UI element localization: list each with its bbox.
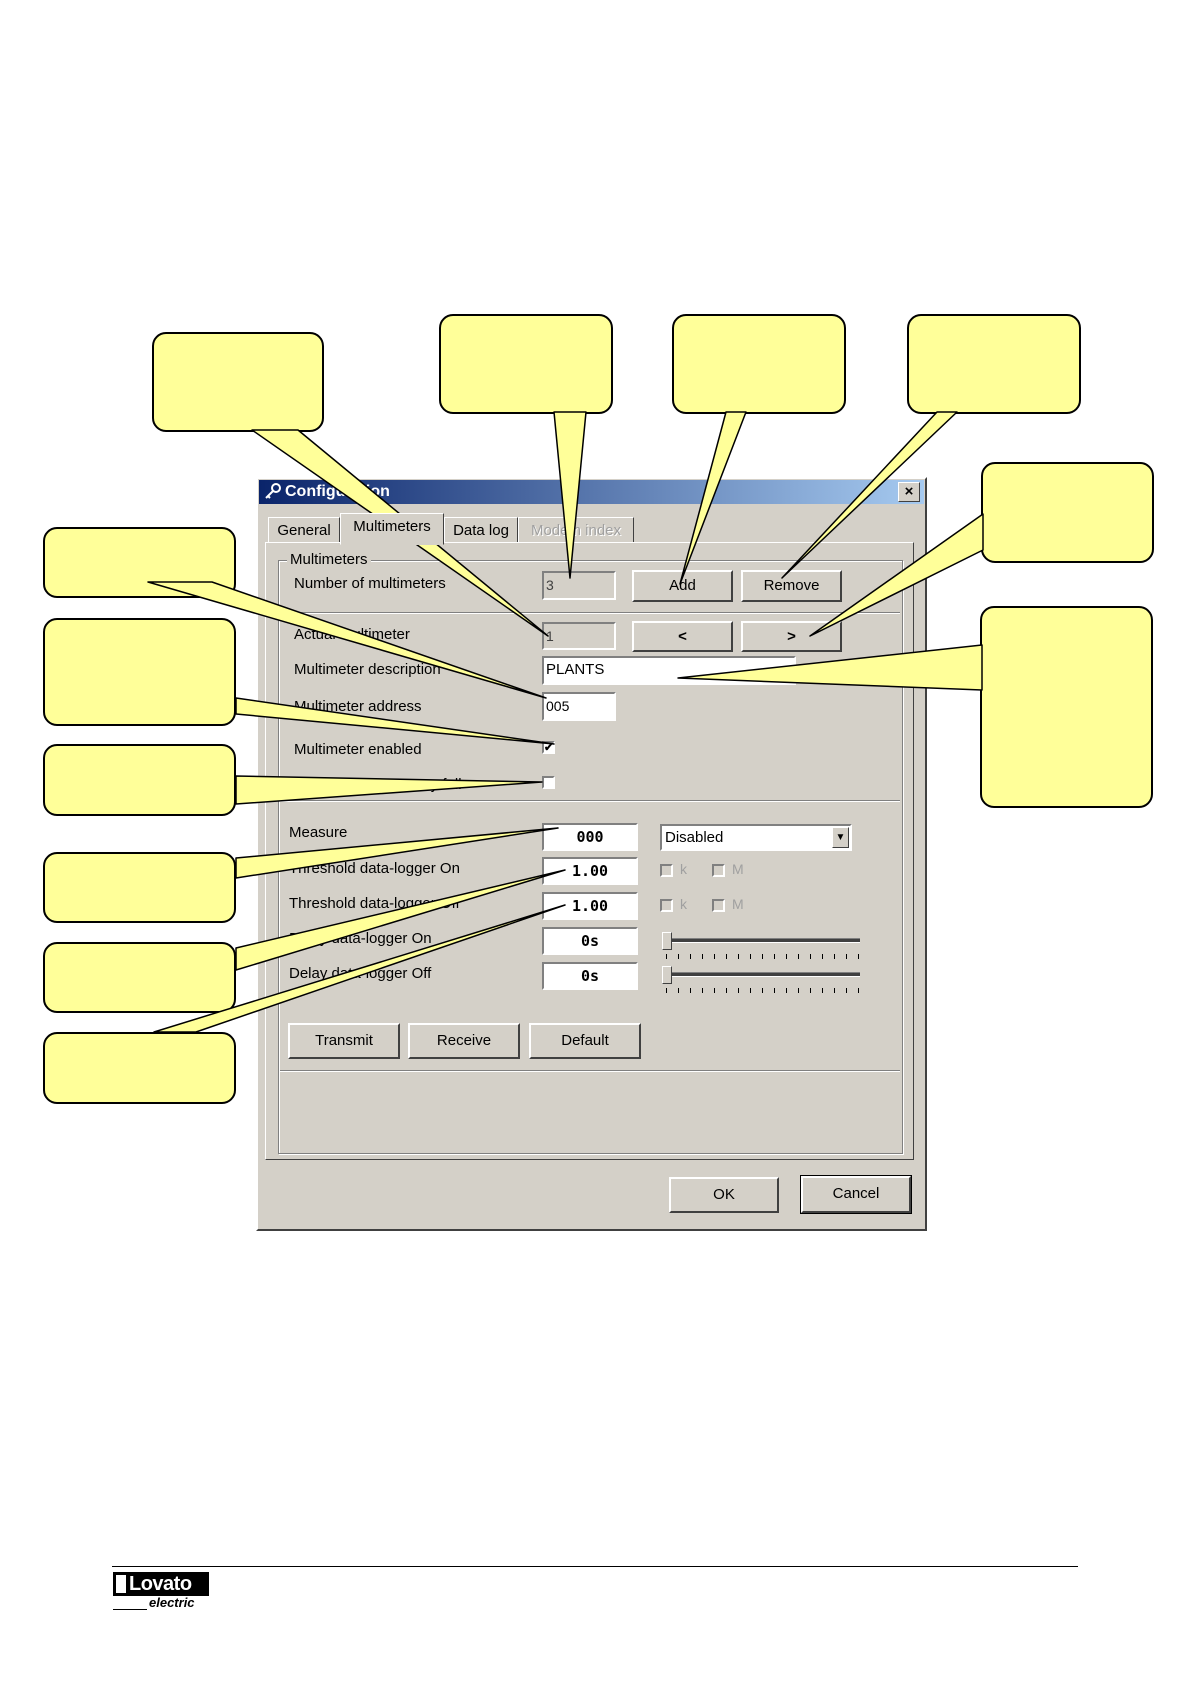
slider-ticks <box>666 954 860 959</box>
separator <box>280 800 900 802</box>
triangle-down-icon[interactable]: ▼ <box>832 827 849 848</box>
tab-modem-index[interactable]: Modem index <box>518 517 634 543</box>
logo-underline <box>113 1609 147 1610</box>
callout-leader-threshold-off <box>153 904 566 1033</box>
default-button[interactable]: Default <box>529 1023 641 1059</box>
check-icon: ✔ <box>544 742 554 754</box>
callout-number-of-multimeters <box>439 314 613 414</box>
measure-label: Measure <box>289 824 348 841</box>
callout-measure <box>43 852 236 923</box>
threshold-on-k-label: k <box>680 861 687 877</box>
callout-add <box>672 314 846 414</box>
number-of-multimeters-label: Number of multimeters <box>294 575 446 592</box>
stop-log-checkbox[interactable] <box>542 776 555 789</box>
receive-button[interactable]: Receive <box>408 1023 520 1059</box>
callout-leader-measure <box>235 827 559 879</box>
callout-stop-log <box>43 744 236 816</box>
threshold-off-k-label: k <box>680 896 687 912</box>
threshold-on-m-label: M <box>732 861 744 877</box>
logo-brand: Lovato <box>129 1573 192 1595</box>
measure-select[interactable]: Disabled ▼ <box>660 824 852 851</box>
threshold-off-m-label: M <box>732 896 744 912</box>
logo-brand-sub: electric <box>149 1595 195 1610</box>
threshold-on-m-checkbox[interactable] <box>712 864 725 877</box>
callout-threshold-on <box>43 942 236 1013</box>
tab-data-log[interactable]: Data log <box>444 517 518 543</box>
callout-leader-threshold-on <box>235 869 566 971</box>
cancel-button[interactable]: Cancel <box>800 1175 912 1214</box>
measure-select-value: Disabled <box>665 829 724 846</box>
delay-off-slider[interactable] <box>662 966 860 998</box>
description-label: Multimeter description <box>294 661 441 678</box>
logo-mark <box>116 1575 126 1593</box>
footer-rule <box>112 1566 1078 1567</box>
number-of-multimeters-field: 3 <box>542 571 616 600</box>
callout-description <box>980 606 1153 808</box>
slider-thumb[interactable] <box>662 966 672 984</box>
threshold-off-k-checkbox[interactable] <box>660 899 673 912</box>
threshold-off-input[interactable]: 1.00 <box>542 892 638 920</box>
callout-leader-enabled <box>235 697 555 745</box>
transmit-button[interactable]: Transmit <box>288 1023 400 1059</box>
slider-thumb[interactable] <box>662 932 672 950</box>
address-input[interactable]: 005 <box>542 692 616 721</box>
callout-actual-multimeter <box>152 332 324 432</box>
tab-multimeters[interactable]: Multimeters <box>340 513 444 545</box>
slider-track <box>666 938 860 943</box>
delay-off-input[interactable]: 0s <box>542 962 638 990</box>
multimeter-enabled-label: Multimeter enabled <box>294 741 422 758</box>
callout-threshold-off <box>43 1032 236 1104</box>
callout-leader-address <box>147 581 547 699</box>
delay-on-input[interactable]: 0s <box>542 927 638 955</box>
lovato-logo: Lovato electric <box>113 1572 209 1610</box>
callout-enabled <box>43 618 236 726</box>
remove-button[interactable]: Remove <box>741 570 842 602</box>
callout-remove <box>907 314 1081 414</box>
separator <box>280 612 900 614</box>
callout-navigate <box>981 462 1154 563</box>
previous-button[interactable]: < <box>632 621 733 652</box>
separator <box>280 1070 900 1072</box>
close-icon: × <box>904 483 914 500</box>
threshold-off-m-checkbox[interactable] <box>712 899 725 912</box>
key-icon <box>265 483 281 499</box>
callout-leader-number-of-multimeters <box>553 411 587 579</box>
callout-leader-description <box>677 644 983 691</box>
logo-box <box>113 1572 209 1596</box>
group-title: Multimeters <box>287 551 371 568</box>
actual-multimeter-field: 1 <box>542 622 616 650</box>
close-button[interactable]: × <box>898 482 920 502</box>
delay-on-slider[interactable] <box>662 932 860 964</box>
callout-leader-navigate <box>809 513 984 637</box>
slider-ticks <box>666 988 860 993</box>
callout-leader-remove <box>781 411 958 579</box>
ok-button[interactable]: OK <box>669 1177 779 1213</box>
threshold-on-label: Threshold data-logger On <box>289 860 460 877</box>
tab-general[interactable]: General <box>268 517 340 543</box>
threshold-on-k-checkbox[interactable] <box>660 864 673 877</box>
callout-leader-stop-log <box>235 775 543 805</box>
slider-track <box>666 972 860 977</box>
callout-leader-add <box>679 411 747 585</box>
